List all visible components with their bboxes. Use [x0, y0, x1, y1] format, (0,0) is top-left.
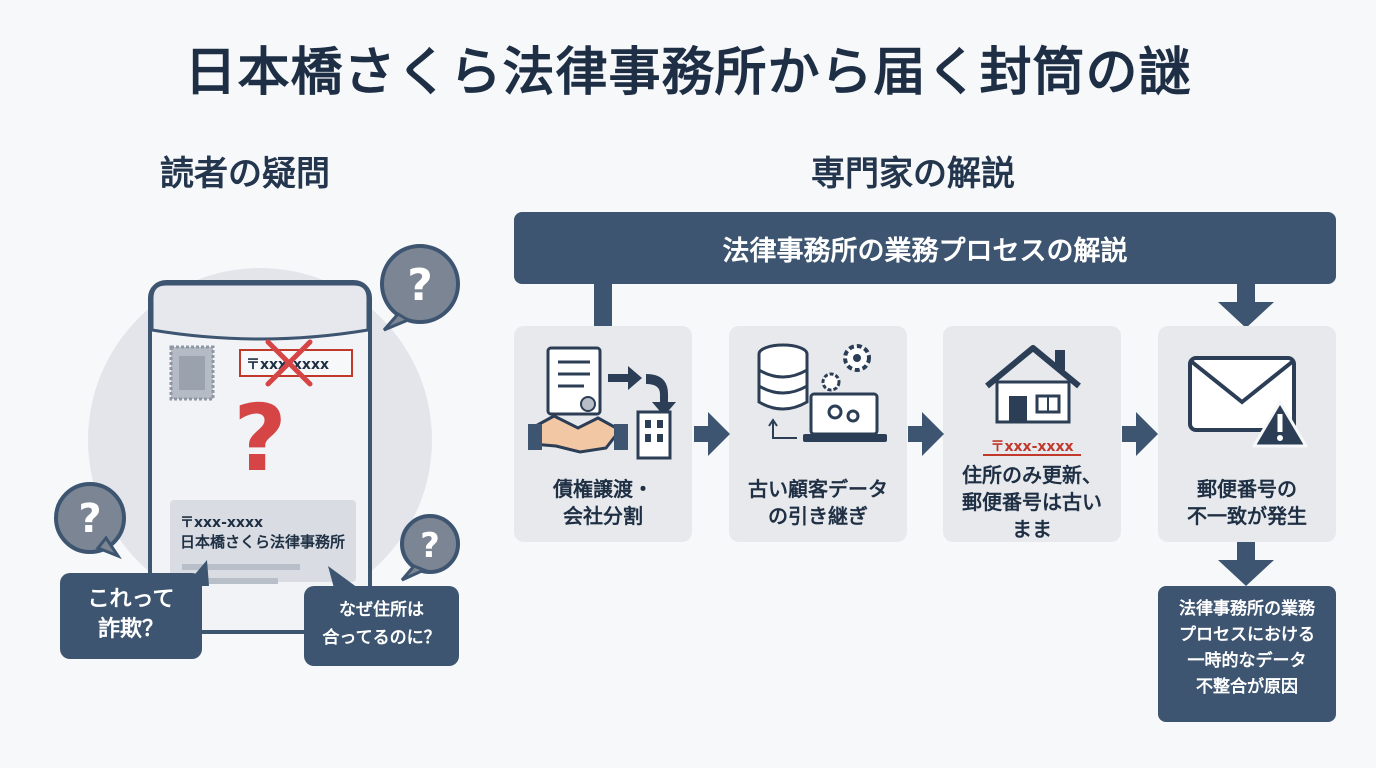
step-label-line: 古い顧客データ: [748, 477, 888, 501]
database-gear-icon: [757, 343, 887, 442]
envelope-flap: [150, 282, 370, 341]
step-label-line: 不一致が発生: [1187, 504, 1307, 528]
speech-bubble-why: なぜ住所は 合ってるのに？: [304, 586, 459, 666]
house-icon: [985, 345, 1081, 424]
handshake-document-icon: [528, 346, 676, 460]
bubble-line: これって: [87, 587, 175, 612]
step-label-line: まま: [1012, 517, 1052, 541]
down-arrow-icon: [1218, 282, 1274, 328]
step-label-line: 住所のみ更新、: [962, 463, 1102, 487]
process-banner: 法律事務所の業務プロセスの解説: [514, 212, 1336, 284]
step-label-line: の引き継ぎ: [768, 504, 868, 528]
envelope-illustration: ? ? ? ?: [54, 244, 460, 634]
step-mismatch: 郵便番号の 不一致が発生: [1158, 326, 1336, 542]
question-bubble-icon: [54, 482, 126, 554]
question-bubble-icon: [400, 514, 460, 574]
reader-question-heading: 読者の疑問: [160, 154, 330, 194]
step-label-line: 郵便番号は古い: [962, 490, 1102, 514]
cause-result-box: 法律事務所の業務 プロセスにおける 一時的なデータ 不整合が原因: [1158, 586, 1336, 722]
postal-underline: [983, 454, 1081, 456]
bubble-line: なぜ住所は: [339, 600, 424, 620]
stamp-inner: [179, 356, 205, 390]
bubble-tail: [185, 560, 209, 586]
envelope-warning-icon: [1188, 356, 1308, 448]
svg-text:?: ?: [407, 260, 433, 311]
svg-text:?: ?: [420, 526, 440, 566]
address-line: [182, 564, 300, 570]
expert-explanation-heading: 専門家の解説: [811, 154, 1015, 194]
right-arrow-icon: [694, 412, 730, 456]
question-mark-icon: ?: [233, 385, 286, 492]
step-label-line: 債権譲渡・: [553, 477, 653, 501]
red-cross-icon: [265, 339, 313, 387]
address-label: [170, 500, 356, 582]
address-postal-code: 〒xxx-xxxx: [180, 515, 264, 531]
step-data-migration: 古い顧客データ の引き継ぎ: [729, 326, 907, 542]
bubble-tail: [328, 566, 358, 588]
address-name: 日本橋さくら法律事務所: [180, 533, 346, 551]
banner-connector: [594, 282, 612, 328]
right-arrow-icon: [1122, 412, 1158, 456]
step-address-update: 〒xxx-xxxx 住所のみ更新、 郵便番号は古い まま: [943, 326, 1121, 542]
down-arrow-icon: [1218, 542, 1274, 586]
svg-text:?: ?: [78, 496, 101, 542]
result-line: プロセスにおける: [1179, 625, 1315, 645]
step-label-line: 郵便番号の: [1197, 477, 1297, 501]
bubble-line: 合ってるのに？: [322, 628, 441, 648]
speech-bubble-scam: これって 詐欺？: [60, 573, 202, 659]
step-postal-code: 〒xxx-xxxx: [990, 439, 1074, 455]
right-arrow-icon: [908, 412, 944, 456]
step-label-line: 会社分割: [563, 504, 643, 528]
question-bubble-icon: [380, 244, 460, 324]
step-transfer: 債権譲渡・ 会社分割: [514, 326, 692, 542]
bubble-line: 詐欺？: [97, 617, 164, 642]
page-title: 日本橋さくら法律事務所から届く封筒の謎: [184, 43, 1192, 103]
result-line: 一時的なデータ: [1187, 651, 1307, 671]
address-line: [182, 578, 278, 584]
result-line: 不整合が原因: [1196, 677, 1298, 697]
result-line: 法律事務所の業務: [1179, 599, 1315, 619]
